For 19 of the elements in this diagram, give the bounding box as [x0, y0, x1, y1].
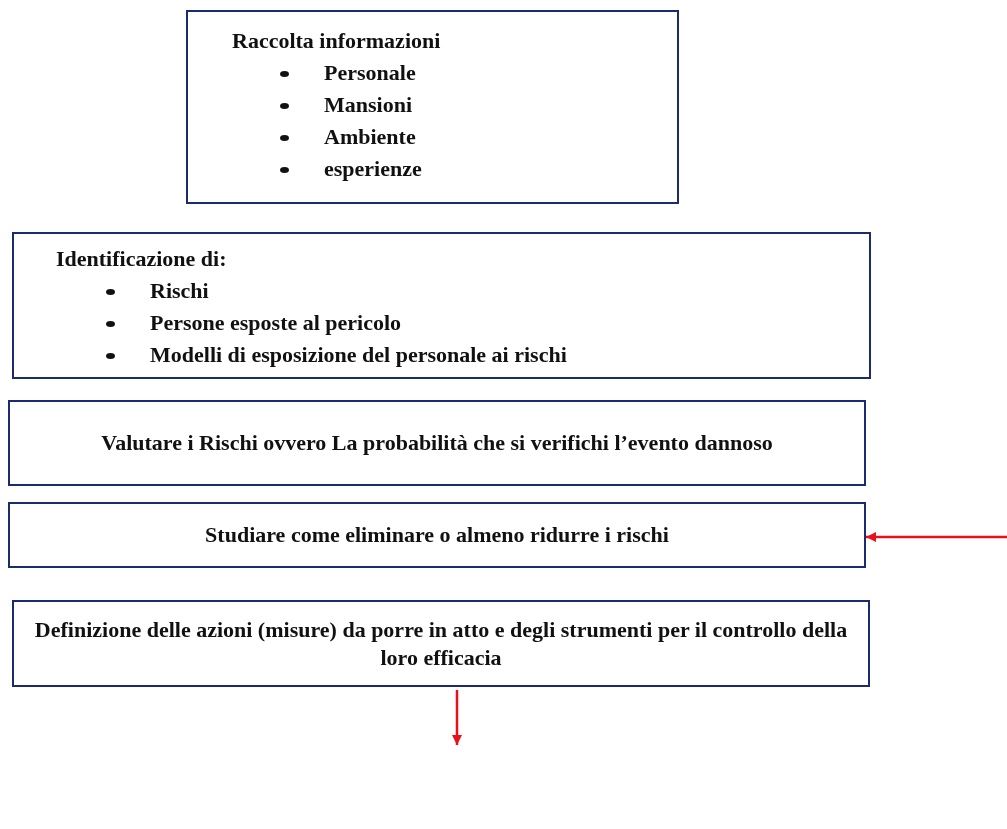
step-text: Studiare come eliminare o almeno ridurre i rischi	[204, 521, 670, 549]
arrow	[452, 690, 462, 745]
step-text: Definizione delle azioni (misure) da porre in atto e degli strumenti per il controllo della loro efficacia	[33, 615, 849, 672]
list-item: Persone esposte al pericolo	[150, 310, 402, 336]
list-item: Personale	[324, 60, 416, 86]
list-item: Modelli di esposizione del personale ai rischi	[150, 342, 567, 368]
process-box	[8, 400, 866, 486]
list-item: Ambiente	[324, 124, 416, 150]
process-box	[8, 502, 866, 568]
list-item: Mansioni	[324, 92, 413, 118]
process-box	[186, 10, 679, 204]
process-box	[12, 232, 871, 379]
list-item: Rischi	[150, 278, 209, 304]
step-text: Valutare i Rischi ovvero La probabilità che si verifichi l’evento dannoso	[100, 429, 774, 457]
process-box	[12, 600, 870, 687]
arrow	[866, 532, 1007, 542]
heading: Raccolta informazioni	[232, 28, 441, 54]
heading: Identificazione di:	[56, 246, 227, 272]
list-item: esperienze	[324, 156, 422, 182]
